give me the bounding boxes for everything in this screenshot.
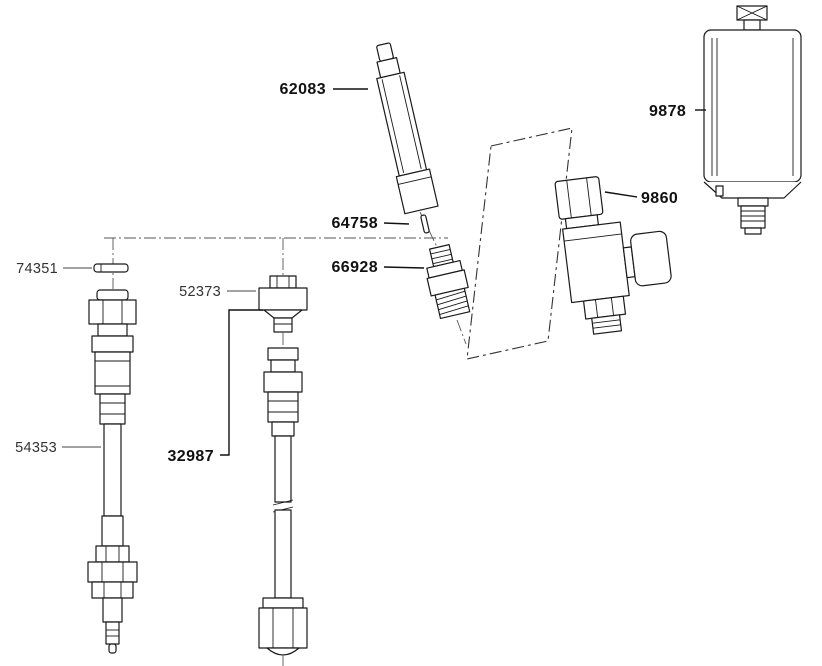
leader-32987 — [220, 309, 263, 456]
label-66928: 66928 — [332, 259, 425, 276]
part-number-52373: 52373 — [179, 284, 221, 300]
part-54353-drawing — [87, 289, 138, 654]
label-74351: 74351 — [16, 261, 92, 277]
label-9860: 9860 — [604, 190, 678, 207]
label-9878: 9878 — [649, 103, 706, 120]
label-62083: 62083 — [280, 81, 368, 98]
part-66928-drawing — [426, 244, 471, 320]
leader-64758 — [383, 222, 410, 225]
part-number-54353: 54353 — [15, 440, 57, 456]
part-52373-drawing — [258, 275, 308, 333]
part-64758-drawing — [420, 214, 430, 234]
part-74351-drawing — [93, 263, 129, 273]
part-32987-drawing — [258, 347, 308, 656]
part-number-9860: 9860 — [641, 190, 678, 207]
assembly-boundary-box — [466, 127, 573, 360]
part-number-74351: 74351 — [16, 261, 58, 277]
label-32987: 32987 — [168, 309, 263, 465]
part-9860-drawing — [554, 176, 672, 335]
part-number-62083: 62083 — [280, 81, 327, 98]
part-9878-drawing — [703, 5, 802, 235]
part-62083-drawing — [376, 42, 439, 215]
part-number-64758: 64758 — [332, 215, 379, 232]
leader-66928 — [383, 266, 425, 269]
part-number-9878: 9878 — [649, 103, 686, 120]
label-52373: 52373 — [179, 284, 256, 300]
part-number-66928: 66928 — [332, 259, 379, 276]
label-64758: 64758 — [332, 215, 410, 232]
part-number-32987: 32987 — [168, 448, 215, 465]
leader-9860 — [604, 191, 638, 198]
label-54353: 54353 — [15, 440, 101, 456]
